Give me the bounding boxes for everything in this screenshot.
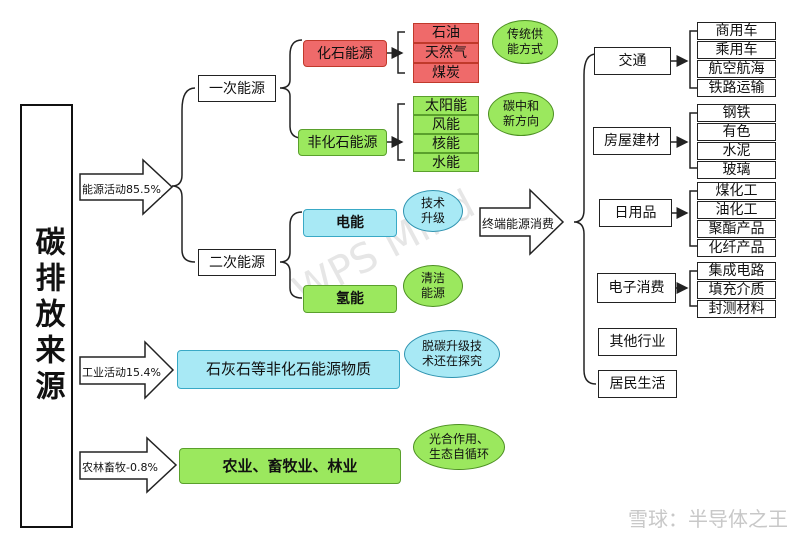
sector-other: 其他行业 xyxy=(598,328,677,356)
non-fossil-item-wind: 风能 xyxy=(413,115,479,134)
sector-residential: 居民生活 xyxy=(598,370,677,398)
transport-item-rail: 铁路运输 xyxy=(697,79,776,97)
page-title: 碳排放来源 xyxy=(29,226,65,406)
agriculture-node: 农业、畜牧业、林业 xyxy=(179,448,401,484)
hydrogen-energy-node: 氢能 xyxy=(303,285,397,313)
electric-energy-node: 电能 xyxy=(303,209,397,237)
sector-electronics: 电子消费 xyxy=(597,273,676,303)
fossil-energy-node: 化石能源 xyxy=(303,40,387,67)
building-item-nonferrous: 有色 xyxy=(697,123,776,141)
footer-watermark: 雪球：半导体之王 xyxy=(628,507,788,531)
sector-building: 房屋建材 xyxy=(593,127,671,155)
non-fossil-item-hydro: 水能 xyxy=(413,153,479,172)
sector-transport: 交通 xyxy=(594,47,671,75)
end-use-arrow xyxy=(479,188,565,256)
title-box: 碳排放来源 xyxy=(20,104,73,528)
building-item-steel: 钢铁 xyxy=(697,104,776,122)
bubble-traditional: 传统供 能方式 xyxy=(492,20,558,64)
limestone-node: 石灰石等非化石能源物质 xyxy=(177,350,400,389)
end-use-label: 终端能源消费 xyxy=(482,217,555,231)
fossil-item-gas: 天然气 xyxy=(413,43,479,63)
transport-item-passenger: 乘用车 xyxy=(697,41,776,59)
bubble-clean-energy: 清洁 能源 xyxy=(403,265,463,307)
building-item-glass: 玻璃 xyxy=(697,161,776,179)
sector-daily-goods: 日用品 xyxy=(599,199,672,227)
transport-item-commercial: 商用车 xyxy=(697,22,776,40)
transport-item-aviation: 航空航海 xyxy=(697,60,776,78)
non-fossil-item-solar: 太阳能 xyxy=(413,96,479,115)
non-fossil-item-nuclear: 核能 xyxy=(413,134,479,153)
bubble-photosynthesis: 光合作用、 生态自循环 xyxy=(413,424,505,470)
building-item-cement: 水泥 xyxy=(697,142,776,160)
electronics-item-filler: 填充介质 xyxy=(697,281,776,299)
daily-item-oil-chem: 油化工 xyxy=(697,201,776,219)
bubble-tech-upgrade: 技术 升级 xyxy=(403,190,463,232)
fossil-item-coal: 煤炭 xyxy=(413,63,479,83)
electronics-item-packaging: 封测材料 xyxy=(697,300,776,318)
non-fossil-energy-node: 非化石能源 xyxy=(298,129,387,156)
secondary-energy-node: 二次能源 xyxy=(198,249,276,276)
bubble-decarbon: 脱碳升级技 术还在探究 xyxy=(404,330,500,378)
electronics-item-ic: 集成电路 xyxy=(697,262,776,280)
agri-forest-label: 农林畜牧-0.8% xyxy=(82,459,158,475)
daily-item-coal-chem: 煤化工 xyxy=(697,182,776,200)
daily-item-polyester: 聚酯产品 xyxy=(697,220,776,238)
daily-item-fiber: 化纤产品 xyxy=(697,239,776,257)
industrial-activity-label: 工业活动15.4% xyxy=(82,364,161,380)
energy-activity-label: 能源活动85.5% xyxy=(82,181,161,197)
primary-energy-node: 一次能源 xyxy=(198,75,276,102)
fossil-item-oil: 石油 xyxy=(413,23,479,43)
bubble-carbon-neutral: 碳中和 新方向 xyxy=(488,92,554,136)
